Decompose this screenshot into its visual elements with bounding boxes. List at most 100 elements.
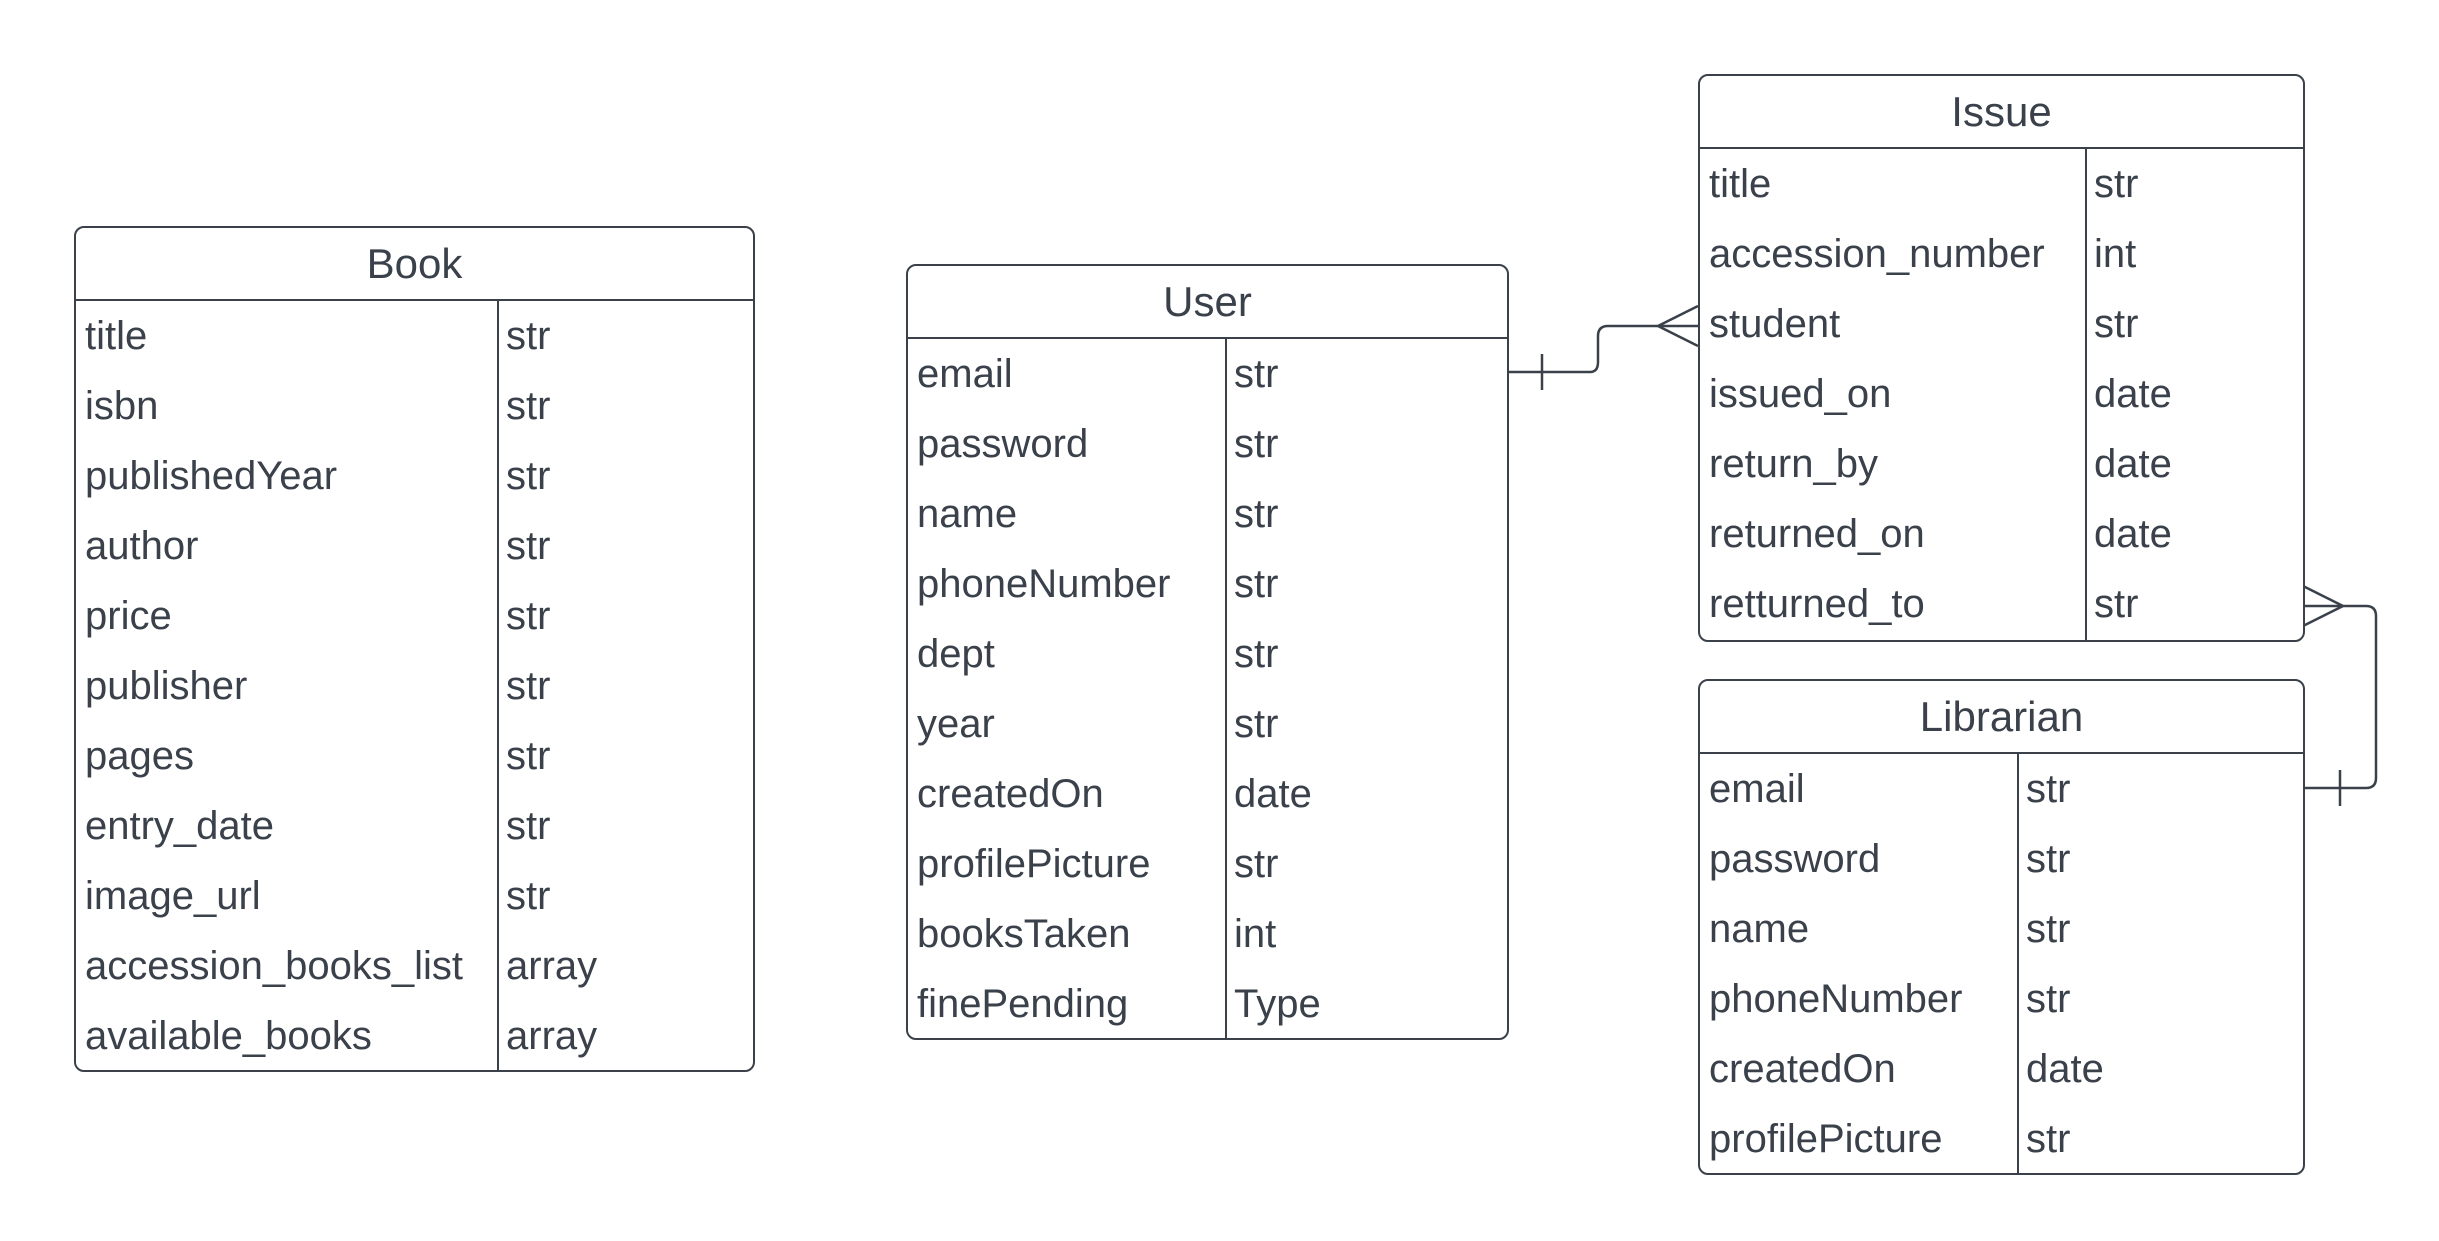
- attribute-name: isbn: [85, 383, 159, 428]
- attribute-row: title str: [1700, 149, 2303, 219]
- attribute-row: phoneNumber str: [908, 549, 1507, 619]
- attribute-name: dept: [917, 631, 995, 676]
- attribute-name: title: [1709, 161, 1772, 206]
- attribute-type: array: [506, 1013, 598, 1058]
- attribute-row: booksTaken int: [908, 899, 1507, 969]
- attribute-row: phoneNumber str: [1700, 964, 2303, 1034]
- attribute-type: int: [1234, 911, 1277, 956]
- attribute-type: date: [2026, 1046, 2104, 1091]
- user-issue-crowfoot: [1657, 304, 1699, 348]
- attribute-name: profilePicture: [917, 841, 1151, 886]
- attribute-type: str: [506, 733, 551, 778]
- attribute-type: str: [2094, 161, 2139, 206]
- entity-issue-title: Issue: [1700, 76, 2303, 149]
- relationship-librarian-issue: [2302, 584, 2378, 806]
- entity-issue[interactable]: Issue title str accession_number int stude…: [1698, 74, 2305, 642]
- attribute-name: booksTaken: [917, 911, 1131, 956]
- attribute-name: finePending: [917, 981, 1129, 1026]
- attribute-type: str: [1234, 841, 1279, 886]
- attribute-name: password: [1709, 836, 1881, 881]
- attribute-name: publisher: [85, 663, 248, 708]
- entity-librarian-title: Librarian: [1700, 681, 2303, 754]
- attribute-name: accession_number: [1709, 231, 2045, 276]
- attribute-row: author str: [76, 511, 753, 581]
- attribute-name: profilePicture: [1709, 1116, 1943, 1161]
- entity-issue-column-divider: [2085, 149, 2087, 640]
- attribute-row: name str: [1700, 894, 2303, 964]
- attribute-name: price: [85, 593, 172, 638]
- attribute-name: pages: [85, 733, 194, 778]
- attribute-row: entry_date str: [76, 791, 753, 861]
- attribute-type: date: [2094, 511, 2172, 556]
- attribute-name: name: [1709, 906, 1810, 951]
- relationship-user-issue: [1507, 304, 1699, 390]
- attribute-name: student: [1709, 301, 1841, 346]
- attribute-type: str: [506, 873, 551, 918]
- attribute-type: str: [1234, 351, 1279, 396]
- attribute-type: str: [2026, 836, 2071, 881]
- attribute-type: str: [1234, 701, 1279, 746]
- entity-user-title: User: [908, 266, 1507, 339]
- attribute-name: phoneNumber: [1709, 976, 1963, 1021]
- attribute-row: year str: [908, 689, 1507, 759]
- attribute-type: str: [2026, 976, 2071, 1021]
- attribute-name: publishedYear: [85, 453, 338, 498]
- entity-book-column-divider: [497, 301, 499, 1070]
- librarian-issue-connector-line: [2303, 604, 2378, 790]
- attribute-type: date: [2094, 441, 2172, 486]
- attribute-type: str: [506, 523, 551, 568]
- attribute-name: phoneNumber: [917, 561, 1171, 606]
- attribute-type: str: [1234, 561, 1279, 606]
- attribute-name: returned_on: [1709, 511, 1925, 556]
- attribute-row: accession_number int: [1700, 219, 2303, 289]
- attribute-type: int: [2094, 231, 2137, 276]
- attribute-type: str: [2094, 301, 2139, 346]
- attribute-type: str: [1234, 421, 1279, 466]
- attribute-name: password: [917, 421, 1089, 466]
- attribute-type: date: [2094, 371, 2172, 416]
- attribute-row: pages str: [76, 721, 753, 791]
- attribute-name: year: [917, 701, 995, 746]
- entity-book-title: Book: [76, 228, 753, 301]
- attribute-row: image_url str: [76, 861, 753, 931]
- attribute-row: password str: [908, 409, 1507, 479]
- attribute-name: email: [917, 351, 1013, 396]
- attribute-type: str: [506, 803, 551, 848]
- attribute-type: str: [2026, 906, 2071, 951]
- attribute-name: title: [85, 313, 148, 358]
- attribute-name: accession_books_list: [85, 943, 463, 988]
- attribute-type: date: [1234, 771, 1312, 816]
- attribute-type: str: [506, 313, 551, 358]
- attribute-type: str: [506, 663, 551, 708]
- attribute-name: createdOn: [917, 771, 1104, 816]
- attribute-type: array: [506, 943, 598, 988]
- attribute-row: student str: [1700, 289, 2303, 359]
- attribute-type: str: [2094, 581, 2139, 626]
- entity-user-column-divider: [1225, 339, 1227, 1038]
- attribute-row: password str: [1700, 824, 2303, 894]
- attribute-type: str: [2026, 766, 2071, 811]
- attribute-name: author: [85, 523, 199, 568]
- attribute-row: accession_books_list array: [76, 931, 753, 1001]
- attribute-name: image_url: [85, 873, 261, 918]
- attribute-name: entry_date: [85, 803, 275, 848]
